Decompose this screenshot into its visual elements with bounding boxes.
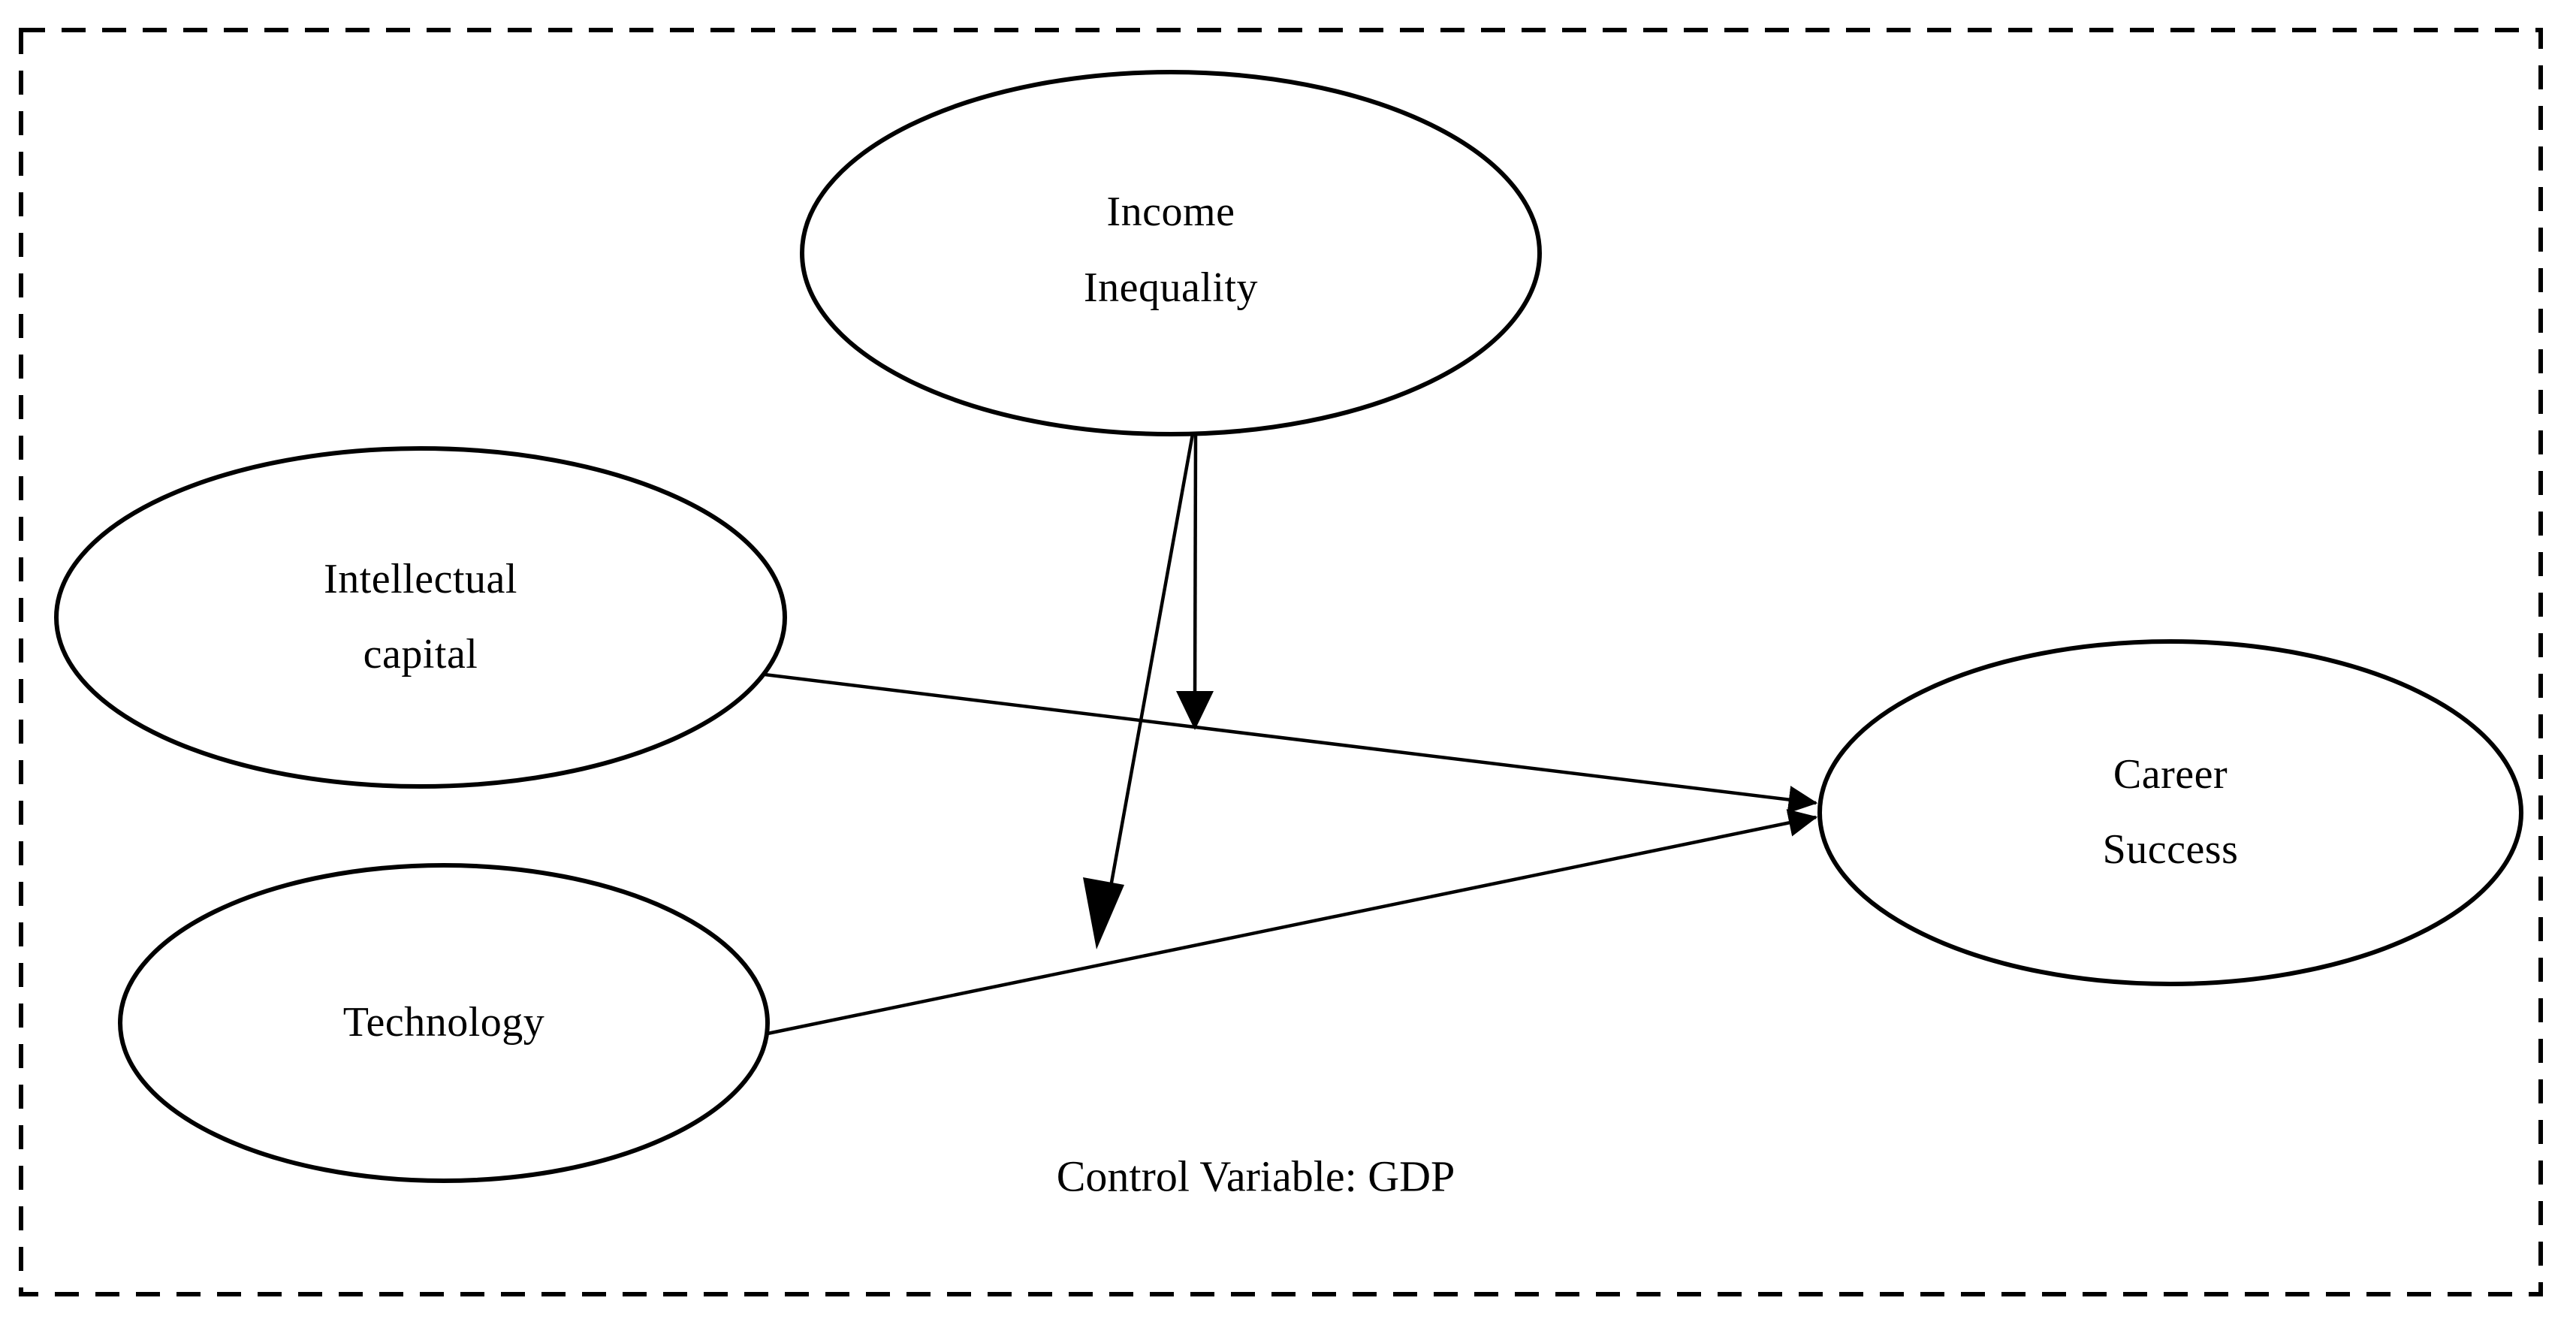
node-technology[interactable]: Technology bbox=[118, 863, 770, 1183]
control-variable-caption: Control Variable: GDP bbox=[1057, 1151, 1455, 1200]
node-label-line1: Intellectual bbox=[324, 556, 517, 602]
ellipse-shape[interactable] bbox=[54, 446, 787, 789]
edge-line bbox=[1193, 433, 1198, 699]
node-label-line2: Inequality bbox=[1084, 264, 1258, 311]
edge-line bbox=[767, 809, 1818, 1036]
arrowhead-down-icon bbox=[1176, 691, 1214, 730]
ellipse-shape[interactable] bbox=[118, 863, 770, 1183]
edge-intellectual-capital-to-career-success bbox=[758, 672, 1818, 814]
node-career-success[interactable]: Career Success bbox=[1817, 639, 2523, 986]
arrowhead-down-left-icon bbox=[1083, 877, 1124, 949]
edge-line bbox=[1108, 433, 1195, 892]
edge-line bbox=[758, 672, 1818, 814]
ellipse-shape[interactable] bbox=[800, 70, 1542, 436]
node-label-line2: Success bbox=[2103, 826, 2239, 873]
node-income-inequality[interactable]: Income Inequality bbox=[800, 70, 1542, 436]
node-label-line2: capital bbox=[363, 631, 478, 678]
node-label-line1: Technology bbox=[343, 999, 545, 1046]
edge-technology-to-career-success bbox=[767, 809, 1818, 1036]
edge-income-inequality-moderation-vertical bbox=[1176, 433, 1214, 730]
dashed-frame-border bbox=[19, 28, 2543, 1296]
ellipse-shape[interactable] bbox=[1817, 639, 2523, 986]
edge-income-inequality-moderation-diagonal bbox=[1083, 433, 1195, 949]
node-label-line1: Income bbox=[1107, 189, 1235, 235]
node-intellectual-capital[interactable]: Intellectual capital bbox=[54, 446, 787, 789]
node-label-line1: Career bbox=[2113, 751, 2228, 798]
